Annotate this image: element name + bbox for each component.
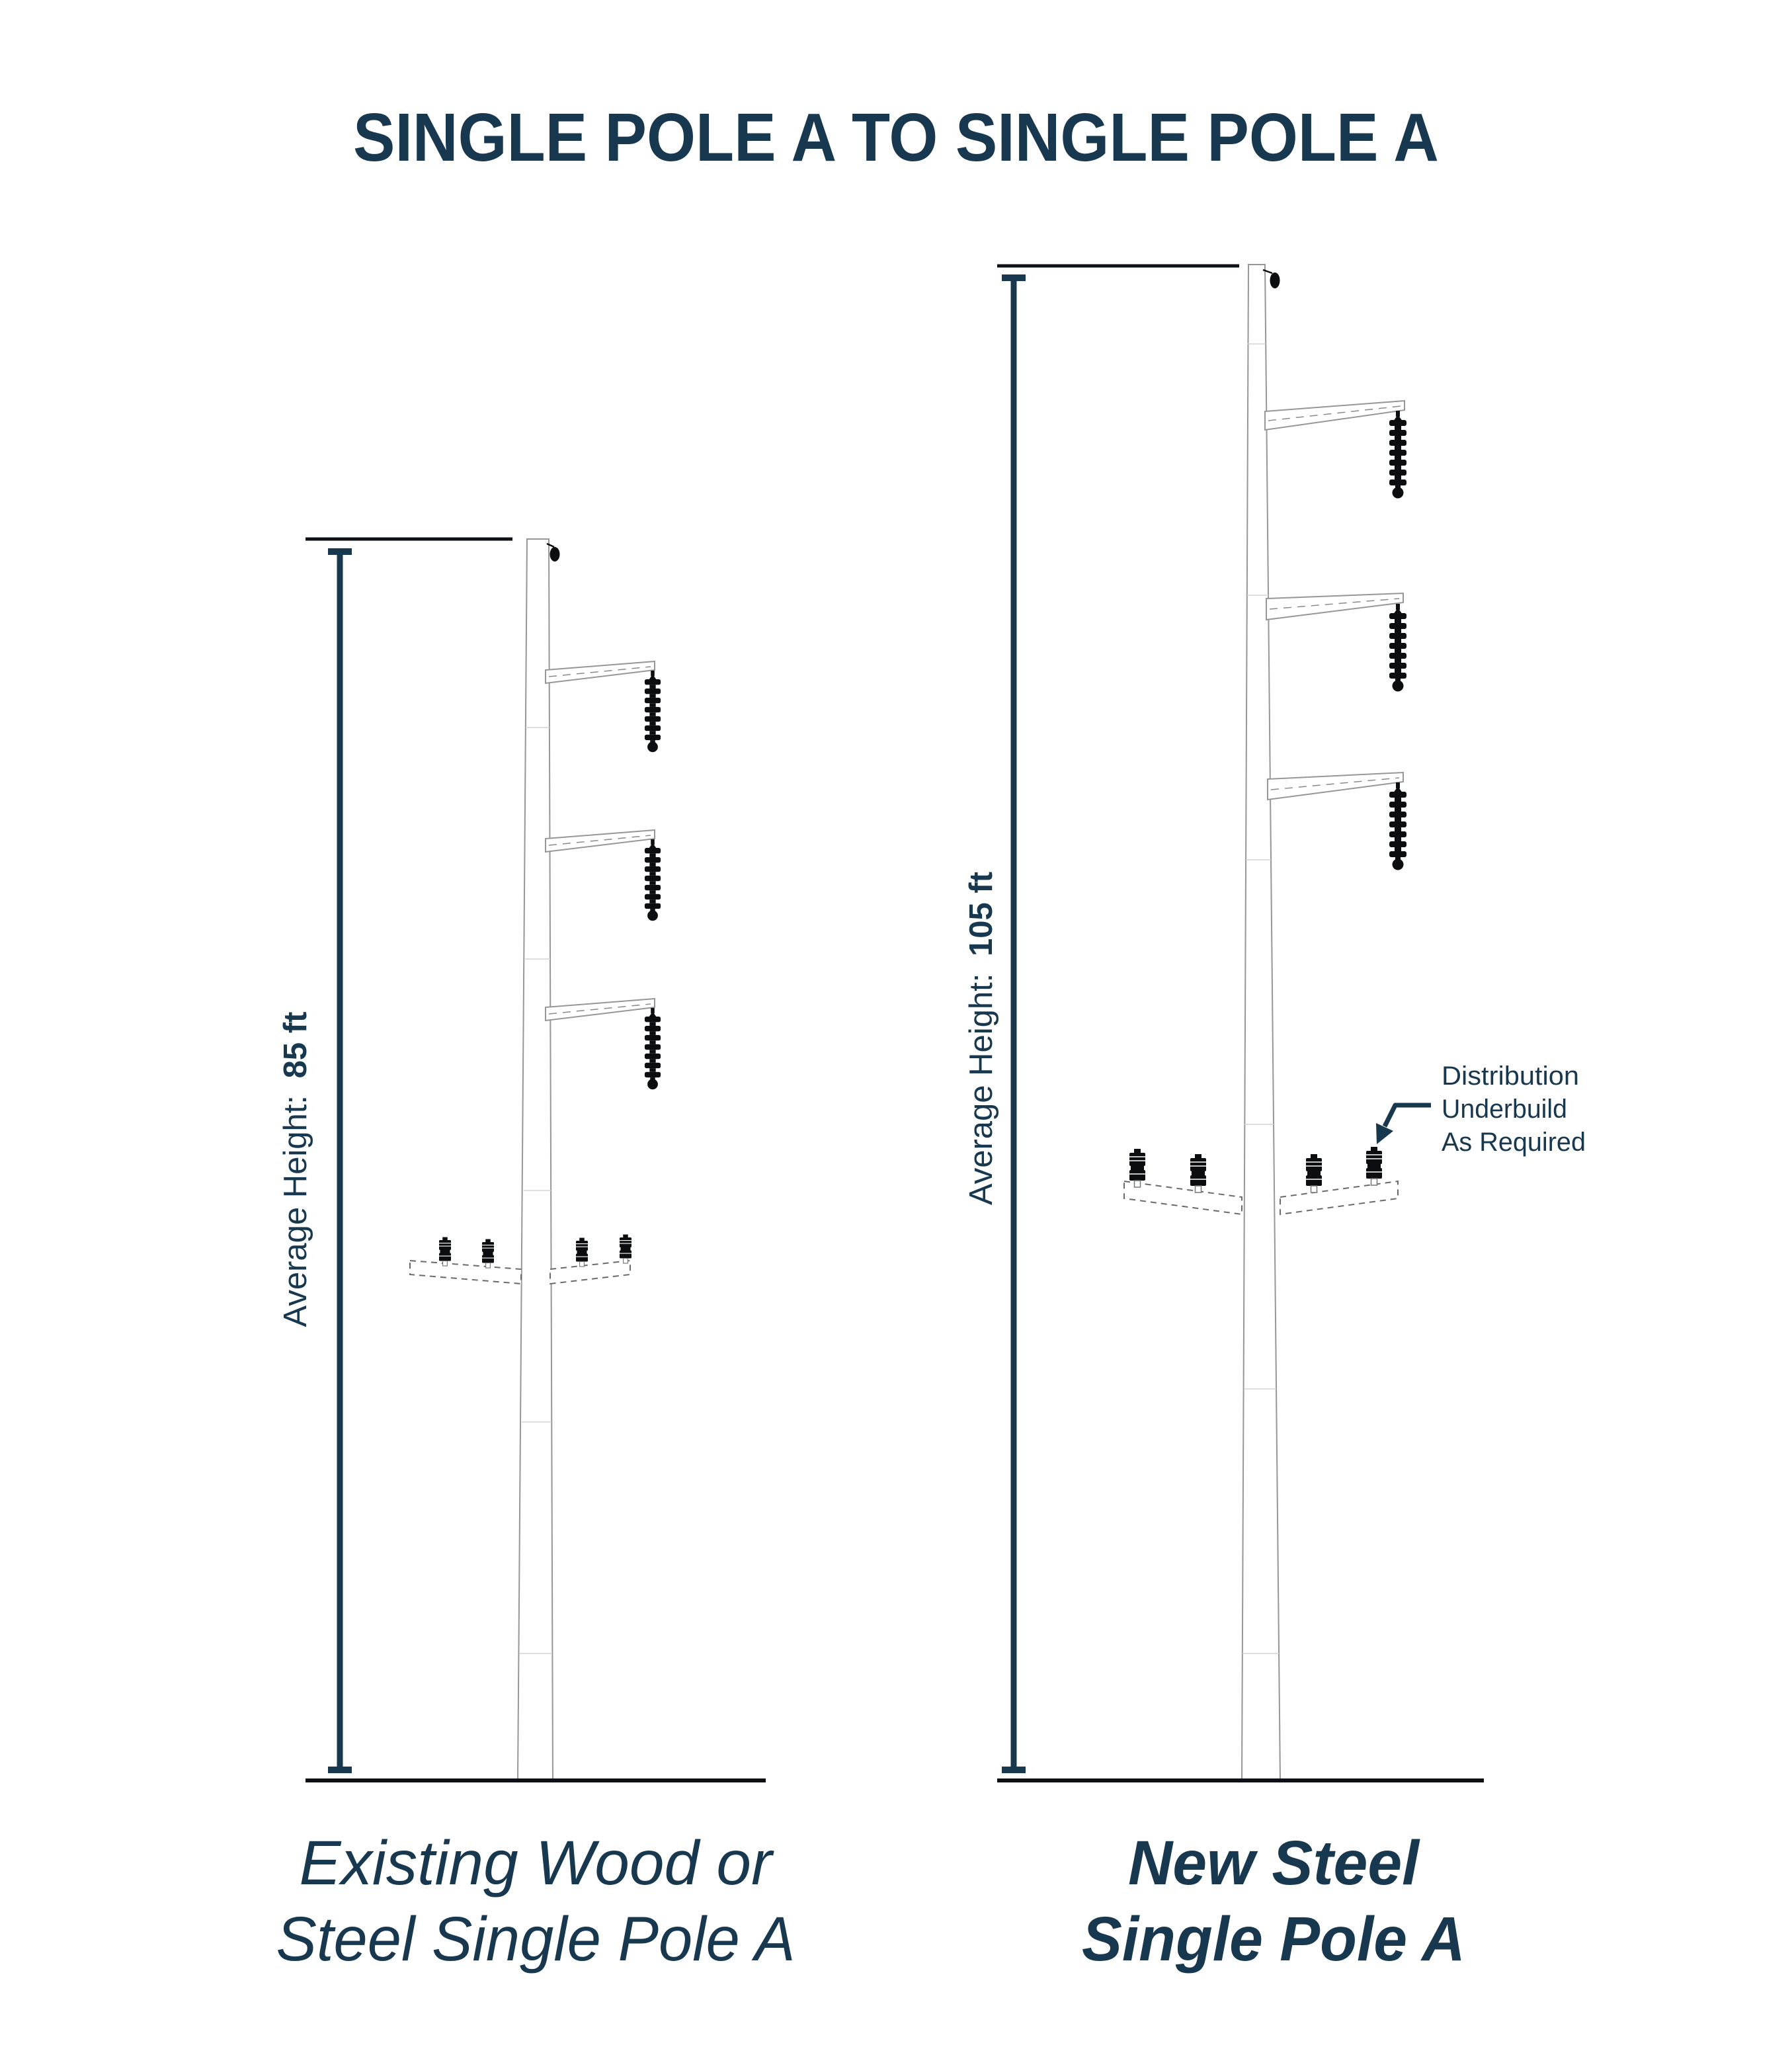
right-pin-insulator-1 [1129,1148,1146,1188]
left-insulator-string-3 [644,1008,661,1090]
right-crossarm-1 [1264,399,1405,431]
right-pin-insulator-4 [1365,1146,1383,1186]
left-pole-joints [520,727,552,1654]
right-ground-attachment [1262,269,1280,288]
right-pole-joints [1242,343,1279,1654]
right-insulator-string-1 [1389,411,1406,499]
right-height-label: Average Height: 105 ft [963,872,999,1205]
existing-pole-assembly: Average Height: 85 ft [276,537,795,1974]
annotation-leader-line [1382,1103,1431,1128]
left-insulator-string-1 [644,671,661,753]
left-crossarm-1 [545,660,655,685]
annotation-line2: Underbuild [1442,1095,1567,1124]
right-pin-insulator-3 [1305,1153,1323,1193]
right-pole-body [1241,264,1282,1781]
left-pin-insulator-3 [575,1237,589,1267]
right-pin-insulator-2 [1190,1153,1207,1193]
left-dimension-line [328,548,352,1773]
right-caption-line1: New Steel [1128,1828,1421,1898]
annotation-arrowhead-icon [1376,1123,1393,1144]
left-height-label: Average Height: 85 ft [278,1012,313,1327]
distribution-underbuild-annotation: Distribution Underbuild As Required [1376,1062,1586,1157]
annotation-line1: Distribution [1442,1062,1579,1091]
new-pole-assembly: Average Height: 105 ft [963,264,1586,1974]
left-height-label-prefix: Average Height: [278,1095,313,1327]
left-height-label-value: 85 ft [278,1012,313,1079]
left-pin-insulator-4 [619,1233,632,1264]
left-distribution-crossarm [409,1259,631,1285]
right-crossarm-2 [1266,592,1404,621]
right-caption-line2: Single Pole A [1082,1904,1465,1974]
left-pin-insulator-2 [481,1238,495,1269]
left-ground-attachment [546,542,560,562]
left-crossarm-2 [545,829,655,853]
right-dimension-line [1002,274,1026,1773]
right-height-label-value: 105 ft [963,872,999,956]
left-pole-body [516,538,554,1781]
left-crossarm-3 [545,997,655,1022]
right-insulator-string-3 [1389,782,1406,870]
annotation-line3: As Required [1442,1128,1586,1157]
left-insulator-string-2 [644,839,661,921]
left-caption-line1: Existing Wood or [300,1828,774,1898]
left-caption-line2: Steel Single Pole A [276,1904,795,1974]
right-height-label-prefix: Average Height: [963,974,999,1206]
right-insulator-string-2 [1389,604,1406,692]
right-distribution-crossarm [1123,1180,1399,1216]
left-pin-insulator-1 [438,1236,452,1267]
page-title: SINGLE POLE A TO SINGLE POLE A [353,99,1439,175]
right-crossarm-3 [1267,771,1404,801]
